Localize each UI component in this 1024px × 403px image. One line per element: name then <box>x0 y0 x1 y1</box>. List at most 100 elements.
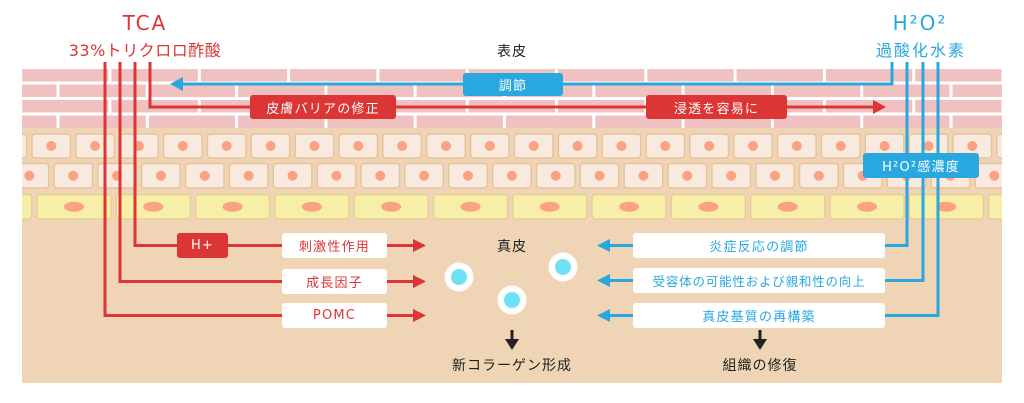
fibroblast <box>497 285 527 315</box>
keratinocyte-cell <box>667 162 708 189</box>
keratinocyte-cell <box>228 162 269 189</box>
fibroblast-core <box>555 259 571 275</box>
cell-nucleus <box>989 170 1000 181</box>
brick <box>915 100 1002 113</box>
fibroblast <box>548 252 578 282</box>
keratinocyte-cell <box>535 162 576 189</box>
keratinocyte-cell <box>755 162 795 189</box>
h2o2-effect-matrix: 真皮基質の再構築 <box>633 303 885 328</box>
brick <box>200 69 288 82</box>
cell-body <box>22 162 50 189</box>
brick <box>379 69 466 82</box>
tca-effect-growth-factor: 成長因子 <box>282 269 387 294</box>
basal-cell <box>194 193 271 220</box>
arrow-right-icon <box>413 309 426 322</box>
h2o2-outcome-label: 組織の修復 <box>722 357 798 374</box>
basal-cell <box>591 193 667 220</box>
arrow-right-icon <box>873 100 886 114</box>
basal-cell <box>115 193 192 220</box>
keratinocyte-cell <box>31 133 72 159</box>
brick <box>647 69 734 82</box>
cell-nucleus <box>309 141 320 151</box>
cell-nucleus <box>835 141 846 151</box>
cell-nucleus <box>440 141 451 151</box>
keratinocyte-cell <box>162 133 203 159</box>
cell-nucleus <box>375 170 386 181</box>
keratinocyte-cell <box>952 133 993 159</box>
arrow-left-icon <box>597 239 610 252</box>
dermis-label: 真皮 <box>497 239 527 255</box>
brick <box>327 84 414 97</box>
brick <box>22 84 57 97</box>
cell-nucleus <box>90 141 101 151</box>
brick <box>290 69 377 82</box>
basal-cell <box>353 193 429 220</box>
keratinocyte-cell <box>294 133 335 159</box>
arrow-left-icon <box>597 309 610 322</box>
keratinocyte-cell <box>623 162 664 189</box>
cell-nucleus <box>682 170 693 181</box>
penetration-badge: 浸透を容易に <box>646 95 787 119</box>
cell-nucleus <box>539 201 560 212</box>
cell-nucleus <box>1016 202 1024 212</box>
cell-nucleus <box>243 170 254 181</box>
keratinocyte-cell <box>579 162 620 189</box>
cell-nucleus <box>353 141 364 151</box>
keratinocyte-cell <box>75 133 116 159</box>
h-plus-badge: H+ <box>177 233 228 258</box>
arrow-left-icon <box>170 77 183 91</box>
brick <box>952 115 1002 128</box>
basal-cell <box>670 193 747 220</box>
brick <box>0 69 19 82</box>
brick <box>22 100 109 113</box>
keratinocyte-cell <box>206 133 247 159</box>
cell-nucleus <box>967 141 978 151</box>
cell-nucleus <box>265 141 276 151</box>
cell-nucleus <box>2 141 12 151</box>
cell-nucleus <box>155 170 166 181</box>
h2o2-effect-receptor: 受容体の可能性および親和性の向上 <box>633 268 885 293</box>
cell-nucleus <box>460 201 481 212</box>
keratinocyte-cell <box>557 133 598 159</box>
brick <box>111 69 198 82</box>
brick <box>558 69 645 82</box>
brick <box>773 115 861 128</box>
basal-cell <box>750 193 826 220</box>
cell-nucleus <box>616 141 627 151</box>
keratinocyte-cell <box>711 162 752 189</box>
cell-nucleus <box>726 170 737 181</box>
cell-nucleus <box>24 170 35 181</box>
brick <box>506 115 593 128</box>
keratinocyte-cell <box>448 162 488 189</box>
brick <box>915 69 1002 82</box>
brick <box>416 115 503 128</box>
cell-nucleus <box>287 170 298 181</box>
brick <box>22 115 57 128</box>
brick <box>0 100 19 113</box>
h2o2-concentration-badge: H²O²感濃度 <box>863 153 979 178</box>
brick <box>148 115 236 128</box>
brick <box>684 84 771 97</box>
keratinocyte-cell <box>316 162 357 189</box>
cell-nucleus <box>462 170 473 181</box>
cell-body <box>987 193 1002 220</box>
cell-nucleus <box>506 170 517 181</box>
keratinocyte-cell <box>404 162 445 189</box>
brick <box>773 84 861 97</box>
cell-nucleus <box>301 201 322 212</box>
keratinocyte-cell <box>820 133 861 159</box>
cell-nucleus <box>698 201 719 212</box>
brick <box>148 84 236 97</box>
h2o2-effect-inflammation: 炎症反応の調節 <box>633 233 885 258</box>
keratinocyte-cell <box>22 162 50 189</box>
cell-nucleus <box>770 170 781 181</box>
keratinocyte-cell <box>250 133 291 159</box>
fibroblast-core <box>451 269 467 285</box>
keratinocyte-cell <box>689 133 730 159</box>
arrow-down-icon <box>753 330 767 350</box>
cell-nucleus <box>638 170 649 181</box>
basal-cell <box>22 193 33 220</box>
brick <box>1005 100 1024 113</box>
tca-outcome-label: 新コラーゲン形成 <box>452 357 572 374</box>
tca-subtitle: 33%トリクロロ酢酸 <box>68 41 222 60</box>
